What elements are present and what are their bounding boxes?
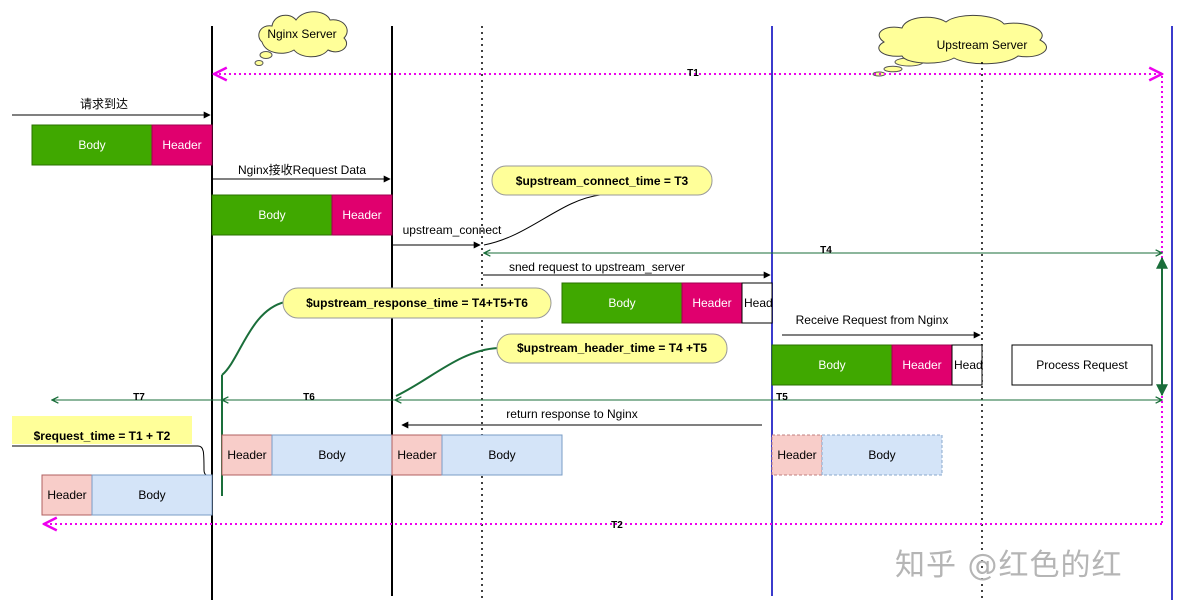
resp0-header-block <box>41 474 93 516</box>
resp0-body-block <box>91 474 213 516</box>
resp3-header-block <box>771 434 823 476</box>
upstream-head-label: Head <box>954 358 983 372</box>
request-time-pointer <box>12 445 213 477</box>
upstream-connect-label: upstream_connect <box>403 223 502 237</box>
resp1-body-block <box>271 434 393 476</box>
process-request-label: Process Request <box>1036 358 1128 372</box>
t6-label: T6 <box>303 392 315 403</box>
nginx-server-cloud: Nginx Server <box>254 11 348 66</box>
response-time-text: $upstream_response_time = T4+T5+T6 <box>306 296 528 310</box>
sent-body-label: Body <box>608 296 635 310</box>
upstream-body-block <box>771 344 893 386</box>
process-request-box <box>1011 344 1153 386</box>
t4-label: T4 <box>820 245 832 256</box>
upstream-header-label: Header <box>902 358 941 372</box>
upstream-server-label: Upstream Server <box>937 38 1028 52</box>
upstream-head-block <box>951 344 983 386</box>
nginx-server-label: Nginx Server <box>267 27 336 41</box>
t5-label: T5 <box>776 392 788 403</box>
resp3-body-block <box>821 434 943 476</box>
response-time-pointer <box>221 301 286 376</box>
resp2-body-block <box>441 434 563 476</box>
nginx-receive-label: Nginx接收Request Data <box>238 162 366 177</box>
header-time-callout <box>496 333 728 364</box>
request-body-label: Body <box>78 138 105 152</box>
t1-label: T1 <box>687 68 699 79</box>
receive-request-label: Receive Request from Nginx <box>796 313 949 327</box>
upstream-server-cloud: Upstream Server <box>872 14 1047 77</box>
header-time-pointer <box>395 347 499 397</box>
request-header-label: Header <box>162 138 201 152</box>
request-time-callout <box>12 416 192 444</box>
nginx-body-label: Body <box>258 208 285 222</box>
watermark: 知乎 @红色的红 <box>895 548 1123 583</box>
resp0-body-label: Body <box>138 488 165 502</box>
resp0-header-label: Header <box>47 488 86 502</box>
return-response-label: return response to Nginx <box>506 407 637 421</box>
request-body-block <box>31 124 153 166</box>
response-time-callout <box>282 287 552 319</box>
upstream-body-label: Body <box>818 358 845 372</box>
request-time-text: $request_time = T1 + T2 <box>34 429 171 443</box>
request-header-block <box>151 124 213 166</box>
resp1-body-label: Body <box>318 448 345 462</box>
connect-time-pointer <box>483 194 601 246</box>
header-time-text: $upstream_header_time = T4 +T5 <box>517 341 707 355</box>
t2-label: T2 <box>611 520 623 531</box>
connect-time-text: $upstream_connect_time = T3 <box>516 174 689 188</box>
resp1-header-label: Header <box>227 448 266 462</box>
sent-header-label: Header <box>692 296 731 310</box>
request-arrive-label: 请求到达 <box>80 97 128 111</box>
resp2-header-label: Header <box>397 448 436 462</box>
resp3-body-label: Body <box>868 448 895 462</box>
nginx-header-label: Header <box>342 208 381 222</box>
resp2-body-label: Body <box>488 448 515 462</box>
sent-head-label: Head <box>744 296 773 310</box>
upstream-header-block <box>891 344 953 386</box>
connect-time-callout <box>491 165 713 196</box>
sent-header-block <box>681 282 743 324</box>
nginx-header-block <box>331 194 393 236</box>
sent-head-block <box>741 282 773 324</box>
resp1-header-block <box>221 434 273 476</box>
resp3-header-label: Header <box>777 448 816 462</box>
resp2-header-block <box>391 434 443 476</box>
t7-label: T7 <box>133 392 145 403</box>
sent-body-block <box>561 282 683 324</box>
send-request-label: sned request to upstream_server <box>509 260 685 274</box>
